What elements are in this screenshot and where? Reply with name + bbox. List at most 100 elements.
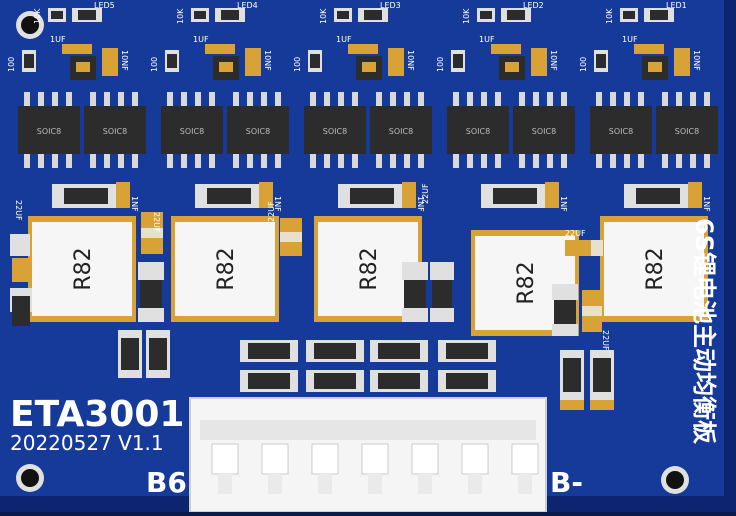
- cap-left: [205, 44, 235, 54]
- resistor-mid-body: [207, 188, 251, 204]
- label-1nf: 1NF: [130, 196, 139, 212]
- led-body: [650, 10, 668, 20]
- board-model: ETA3001: [10, 394, 184, 435]
- chip-pin: [638, 154, 644, 168]
- inductor-label: R82: [214, 247, 239, 290]
- chip-pin: [233, 92, 239, 106]
- chip-body: [447, 106, 509, 154]
- resistor-mid-body: [64, 188, 108, 204]
- mounting-hole-tl: [16, 11, 44, 39]
- label-cap-left: 1UF: [193, 35, 209, 44]
- chip-pin: [118, 154, 124, 168]
- diode-body: [446, 373, 488, 389]
- chip-pin: [52, 154, 58, 168]
- diode-body: [248, 343, 290, 359]
- resistor-side-body: [167, 54, 177, 68]
- resistor-mid-body: [636, 188, 680, 204]
- chip-pin: [52, 92, 58, 106]
- connector-pin: [361, 443, 389, 475]
- inductor-label: R82: [357, 247, 382, 290]
- chip-pin: [132, 154, 138, 168]
- label-cap-right: 10NF: [406, 50, 415, 71]
- connector-pin-foot: [418, 474, 432, 494]
- chip-pin: [104, 92, 110, 106]
- resistor-top-body: [194, 11, 206, 19]
- cap-22uf-a: [141, 212, 163, 254]
- resistor-side-body: [596, 54, 606, 68]
- connector-pin: [211, 443, 239, 475]
- chip-pin: [376, 92, 382, 106]
- label-cap-left: 1UF: [622, 35, 638, 44]
- cap-22uf-b: [280, 218, 302, 256]
- resistor-side-body: [24, 54, 34, 68]
- label-r-side: 100: [293, 57, 302, 72]
- chip-pin: [547, 92, 553, 106]
- inductor-body: [318, 222, 418, 316]
- chip-label: SOIC8: [389, 127, 413, 136]
- chip-pin: [66, 154, 72, 168]
- label-cap-right: 10NF: [120, 50, 129, 71]
- label-r-top: 10K: [176, 8, 185, 24]
- cap-1nf: [116, 182, 130, 208]
- cap-left: [348, 44, 378, 54]
- chip-label: SOIC8: [246, 127, 270, 136]
- cap-left: [491, 44, 521, 54]
- chip-pin: [404, 154, 410, 168]
- connector-pin-foot: [468, 474, 482, 494]
- led-body: [507, 10, 525, 20]
- label-22uf-d: 22UF: [601, 330, 610, 351]
- chip-body: [590, 106, 652, 154]
- mosfet-pad: [648, 62, 662, 72]
- connector-pin-foot: [268, 474, 282, 494]
- chip-pin: [209, 154, 215, 168]
- chip-pin: [481, 92, 487, 106]
- chip-body: [84, 106, 146, 154]
- label-cap-right: 10NF: [549, 50, 558, 71]
- resistor-top-body: [337, 11, 349, 19]
- chip-pin: [533, 92, 539, 106]
- chip-pin: [638, 92, 644, 106]
- mounting-hole-br: [661, 466, 689, 494]
- sod-left-pair: [118, 330, 170, 378]
- chip-pin: [533, 154, 539, 168]
- cap-right: [531, 48, 547, 76]
- mosfet-pad: [505, 62, 519, 72]
- soic8-chip: SOIC8: [227, 92, 289, 168]
- chip-pin: [624, 154, 630, 168]
- chip-pin: [376, 154, 382, 168]
- chip-body: [227, 106, 289, 154]
- resistor-side-body: [310, 54, 320, 68]
- chip-pin: [519, 154, 525, 168]
- chip-pin: [495, 92, 501, 106]
- board-version: 20220527 V1.1: [10, 431, 164, 455]
- inductor-label: R82: [643, 247, 668, 290]
- label-r-top: 10K: [462, 8, 471, 24]
- chip-pin: [704, 154, 710, 168]
- soic8-chip: SOIC8: [304, 92, 366, 168]
- chip-pin: [104, 154, 110, 168]
- inductor-body: [32, 222, 132, 316]
- label-cap-left: 1UF: [50, 35, 66, 44]
- chip-body: [513, 106, 575, 154]
- label-r-top: 10K: [319, 8, 328, 24]
- chip-pin: [624, 92, 630, 106]
- chip-pin: [247, 154, 253, 168]
- cap-right: [388, 48, 404, 76]
- soic8-chip: SOIC8: [656, 92, 718, 168]
- soic8-chip: SOIC8: [18, 92, 80, 168]
- label-led: LED3: [380, 1, 401, 10]
- inductor-body: [604, 222, 704, 316]
- chip-pin: [690, 154, 696, 168]
- chip-label: SOIC8: [323, 127, 347, 136]
- mosfet-pad: [362, 62, 376, 72]
- chip-pin: [453, 154, 459, 168]
- chip-pin: [561, 154, 567, 168]
- inductor-label: R82: [514, 261, 539, 304]
- chip-body: [18, 106, 80, 154]
- chip-pin: [481, 154, 487, 168]
- mosfet-pad: [76, 62, 90, 72]
- chip-pin: [24, 92, 30, 106]
- chip-pin: [90, 92, 96, 106]
